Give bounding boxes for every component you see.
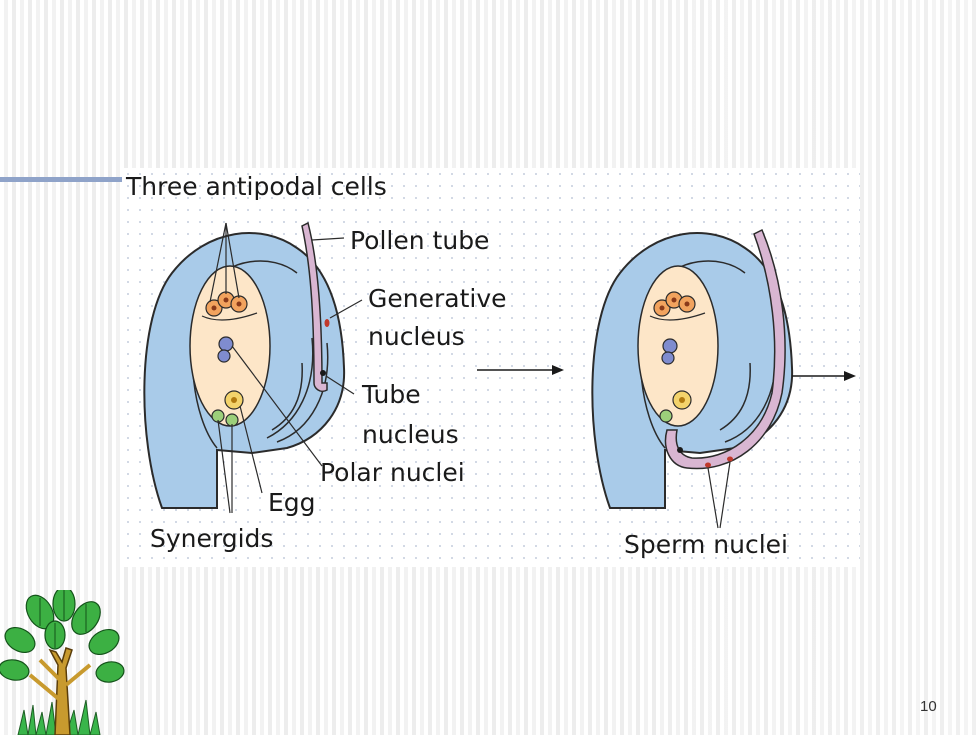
label-tube-line2: nucleus	[362, 420, 459, 449]
label-tube-line1: Tube	[362, 380, 421, 409]
page-number: 10	[920, 698, 937, 715]
label-antipodal-cells: Three antipodal cells	[126, 172, 387, 201]
right-ovule	[591, 232, 794, 509]
right-pollen-tube	[664, 228, 786, 529]
left-pollen-tube	[301, 221, 363, 395]
tree-clipart-icon	[0, 590, 125, 735]
label-generative-line2: nucleus	[368, 322, 465, 351]
label-generative-line1: Generative	[368, 284, 507, 313]
label-sperm-nuclei: Sperm nuclei	[624, 530, 788, 559]
title-accent-line	[0, 177, 124, 182]
label-pollen-tube: Pollen tube	[350, 226, 490, 255]
figure-drawing	[143, 221, 856, 529]
double-fertilization-figure: Three antipodal cells Pollen tube Genera…	[122, 168, 860, 567]
label-egg: Egg	[268, 488, 316, 517]
label-synergids: Synergids	[150, 524, 274, 553]
left-ovule	[143, 222, 346, 514]
label-polar-nuclei: Polar nuclei	[320, 458, 465, 487]
